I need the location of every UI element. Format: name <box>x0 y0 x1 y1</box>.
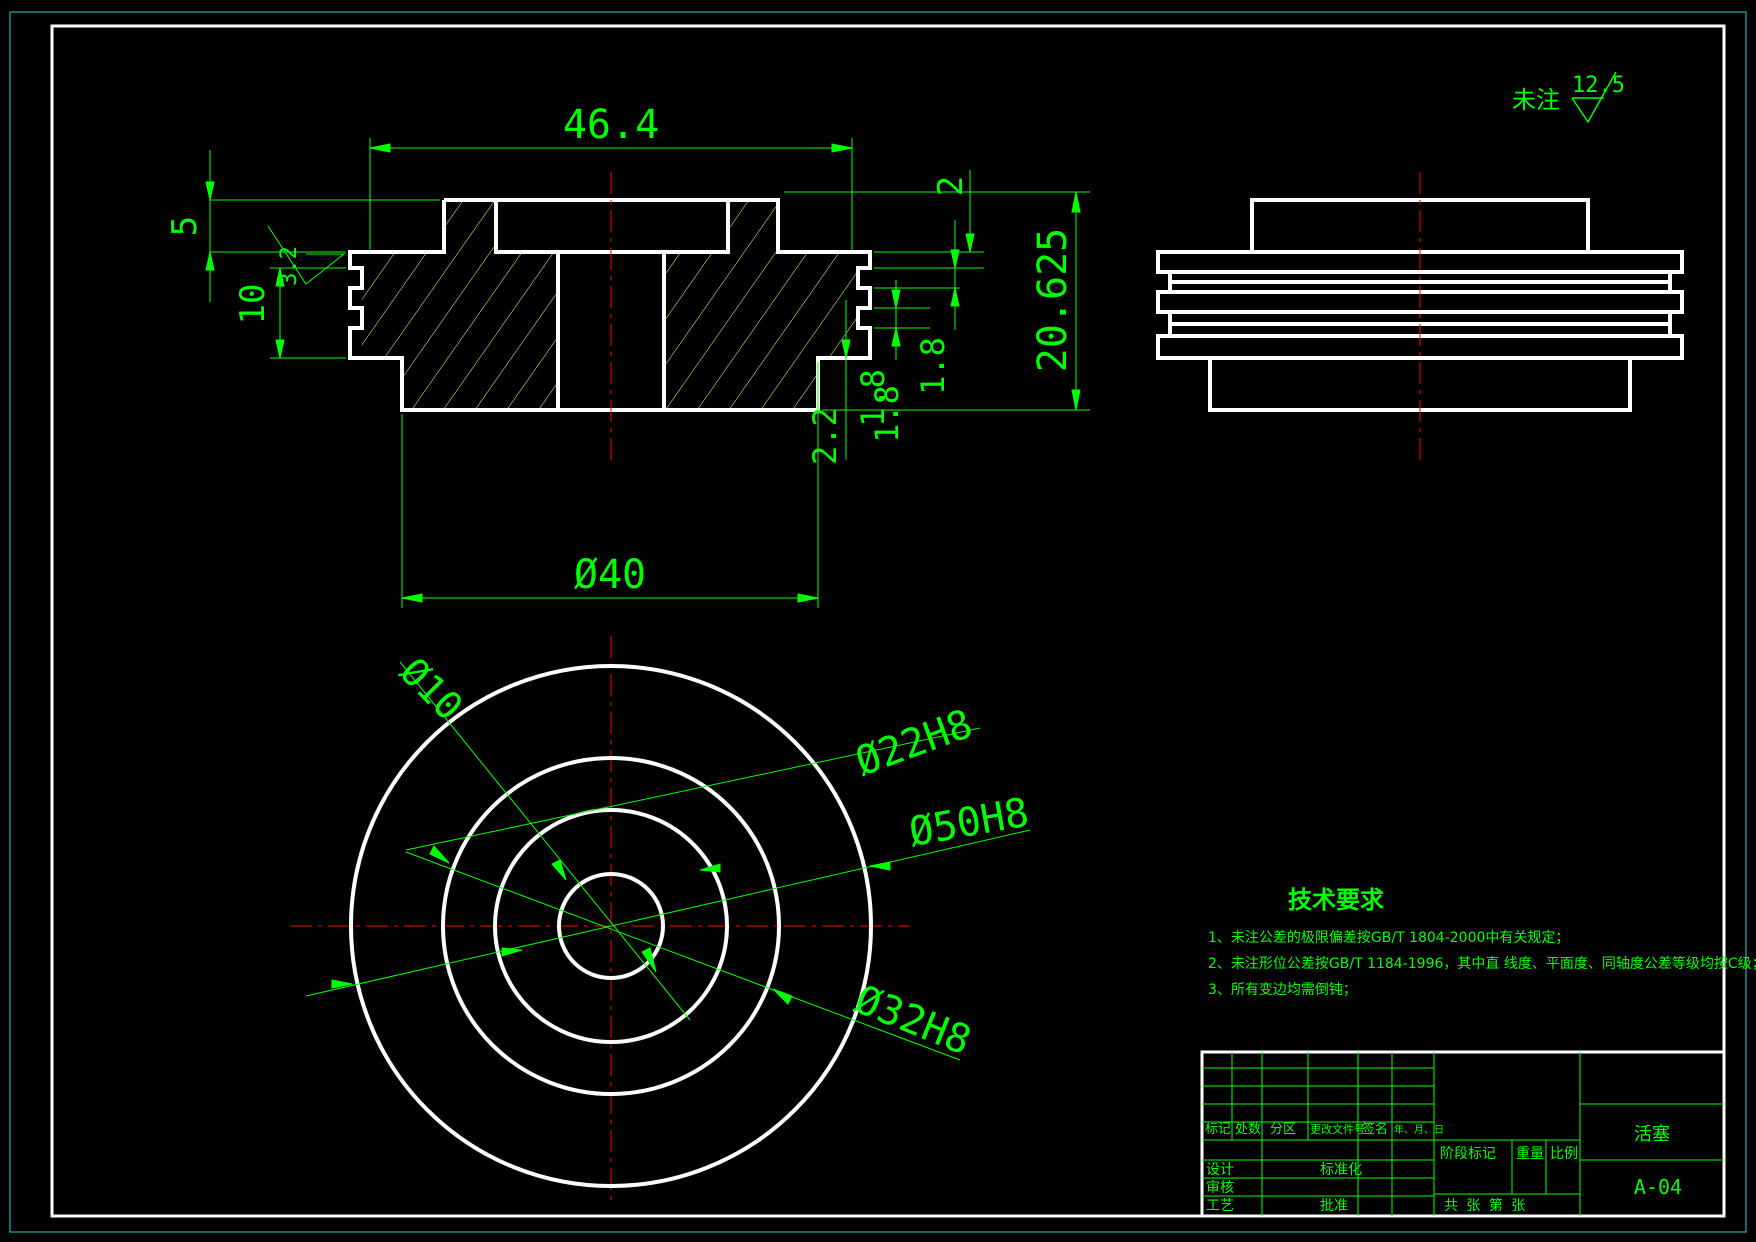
dim-d22: Ø22H8 <box>850 701 979 785</box>
dim-top-step: 5 <box>165 216 205 236</box>
surface-finish: 未注 12.5 <box>1512 71 1625 124</box>
tech-requirements: 技术要求 1、未注公差的极限偏差按GB/T 1804-2000中有关规定； 2、… <box>1208 886 1756 998</box>
tb-header-file: 更改文件号 <box>1310 1122 1365 1136</box>
tb-sheets-label: 共 张 第 张 <box>1444 1197 1525 1214</box>
circle-d22 <box>493 808 729 1044</box>
dim-groove-b: 1.8 <box>854 369 892 427</box>
dim-width: 46.4 <box>563 102 659 148</box>
dim-right-top: 2 <box>931 176 971 196</box>
surface-finish-symbol <box>1571 71 1617 124</box>
tb-header-mark: 标记 <box>1205 1122 1231 1137</box>
tb-row-process: 工艺 <box>1206 1198 1234 1214</box>
inner-frame <box>50 24 1726 1218</box>
tb-standardization: 标准化 <box>1320 1162 1362 1178</box>
tb-header-zone: 分区 <box>1270 1122 1296 1137</box>
section-view: 46.4 5 10 3.2 2 20.625 1.8 1.8 1.8 2.2 Ø… <box>165 102 1090 608</box>
dim-d50: Ø50H8 <box>906 790 1033 856</box>
tb-part-name: 活塞 <box>1634 1124 1670 1145</box>
dim-groove-pitch: 10 <box>233 284 273 325</box>
tech-title: 技术要求 <box>1288 886 1384 914</box>
dim-d32: Ø32H8 <box>848 977 977 1065</box>
dim-bottom-step: 2.2 <box>806 407 844 465</box>
circle-d10 <box>557 872 665 980</box>
section-recess <box>494 200 730 254</box>
tech-item-1: 1、未注公差的极限偏差按GB/T 1804-2000中有关规定； <box>1208 930 1569 946</box>
dim-groove-a: 1.8 <box>914 337 952 395</box>
tb-drawing-number: A-04 <box>1634 1175 1682 1199</box>
tech-item-3: 3、所有变边均需倒钝； <box>1208 982 1357 998</box>
tb-weight-label: 重量 <box>1516 1146 1544 1162</box>
tb-header-count: 处数 <box>1235 1122 1261 1137</box>
section-hatch-right <box>664 200 860 410</box>
tb-row-design: 设计 <box>1206 1162 1234 1178</box>
tech-item-2: 2、未注形位公差按GB/T 1184-1996，其中直 线度、平面度、同轴度公差… <box>1208 955 1756 972</box>
title-block: 标记 处数 分区 更改文件号 签名 年、月、日 设计 审核 工艺 标准化 批准 … <box>1200 1050 1726 1218</box>
circle-d32 <box>441 756 781 1096</box>
tb-scale-label: 比例 <box>1550 1146 1578 1162</box>
circle-d50 <box>349 664 873 1188</box>
surface-finish-value: 12.5 <box>1572 73 1625 98</box>
dim-bottom-diameter: Ø40 <box>574 552 646 598</box>
outer-frame <box>9 11 1747 1233</box>
tb-header-date: 年、月、日 <box>1394 1123 1444 1136</box>
tb-stage-label: 阶段标记 <box>1440 1146 1496 1162</box>
top-view: Ø10 Ø22H8 Ø50H8 Ø32H8 <box>290 636 1032 1200</box>
dim-groove-c: 1.8 <box>868 385 906 443</box>
tb-row-review: 审核 <box>1206 1180 1234 1196</box>
dim-roughness: 3.2 <box>277 246 302 286</box>
tb-header-sign: 签名 <box>1362 1121 1388 1137</box>
dim-total-height: 20.625 <box>1030 228 1076 373</box>
section-hatch-left <box>362 200 558 410</box>
tb-approve: 批准 <box>1320 1198 1348 1214</box>
surface-finish-note: 未注 <box>1512 86 1560 114</box>
